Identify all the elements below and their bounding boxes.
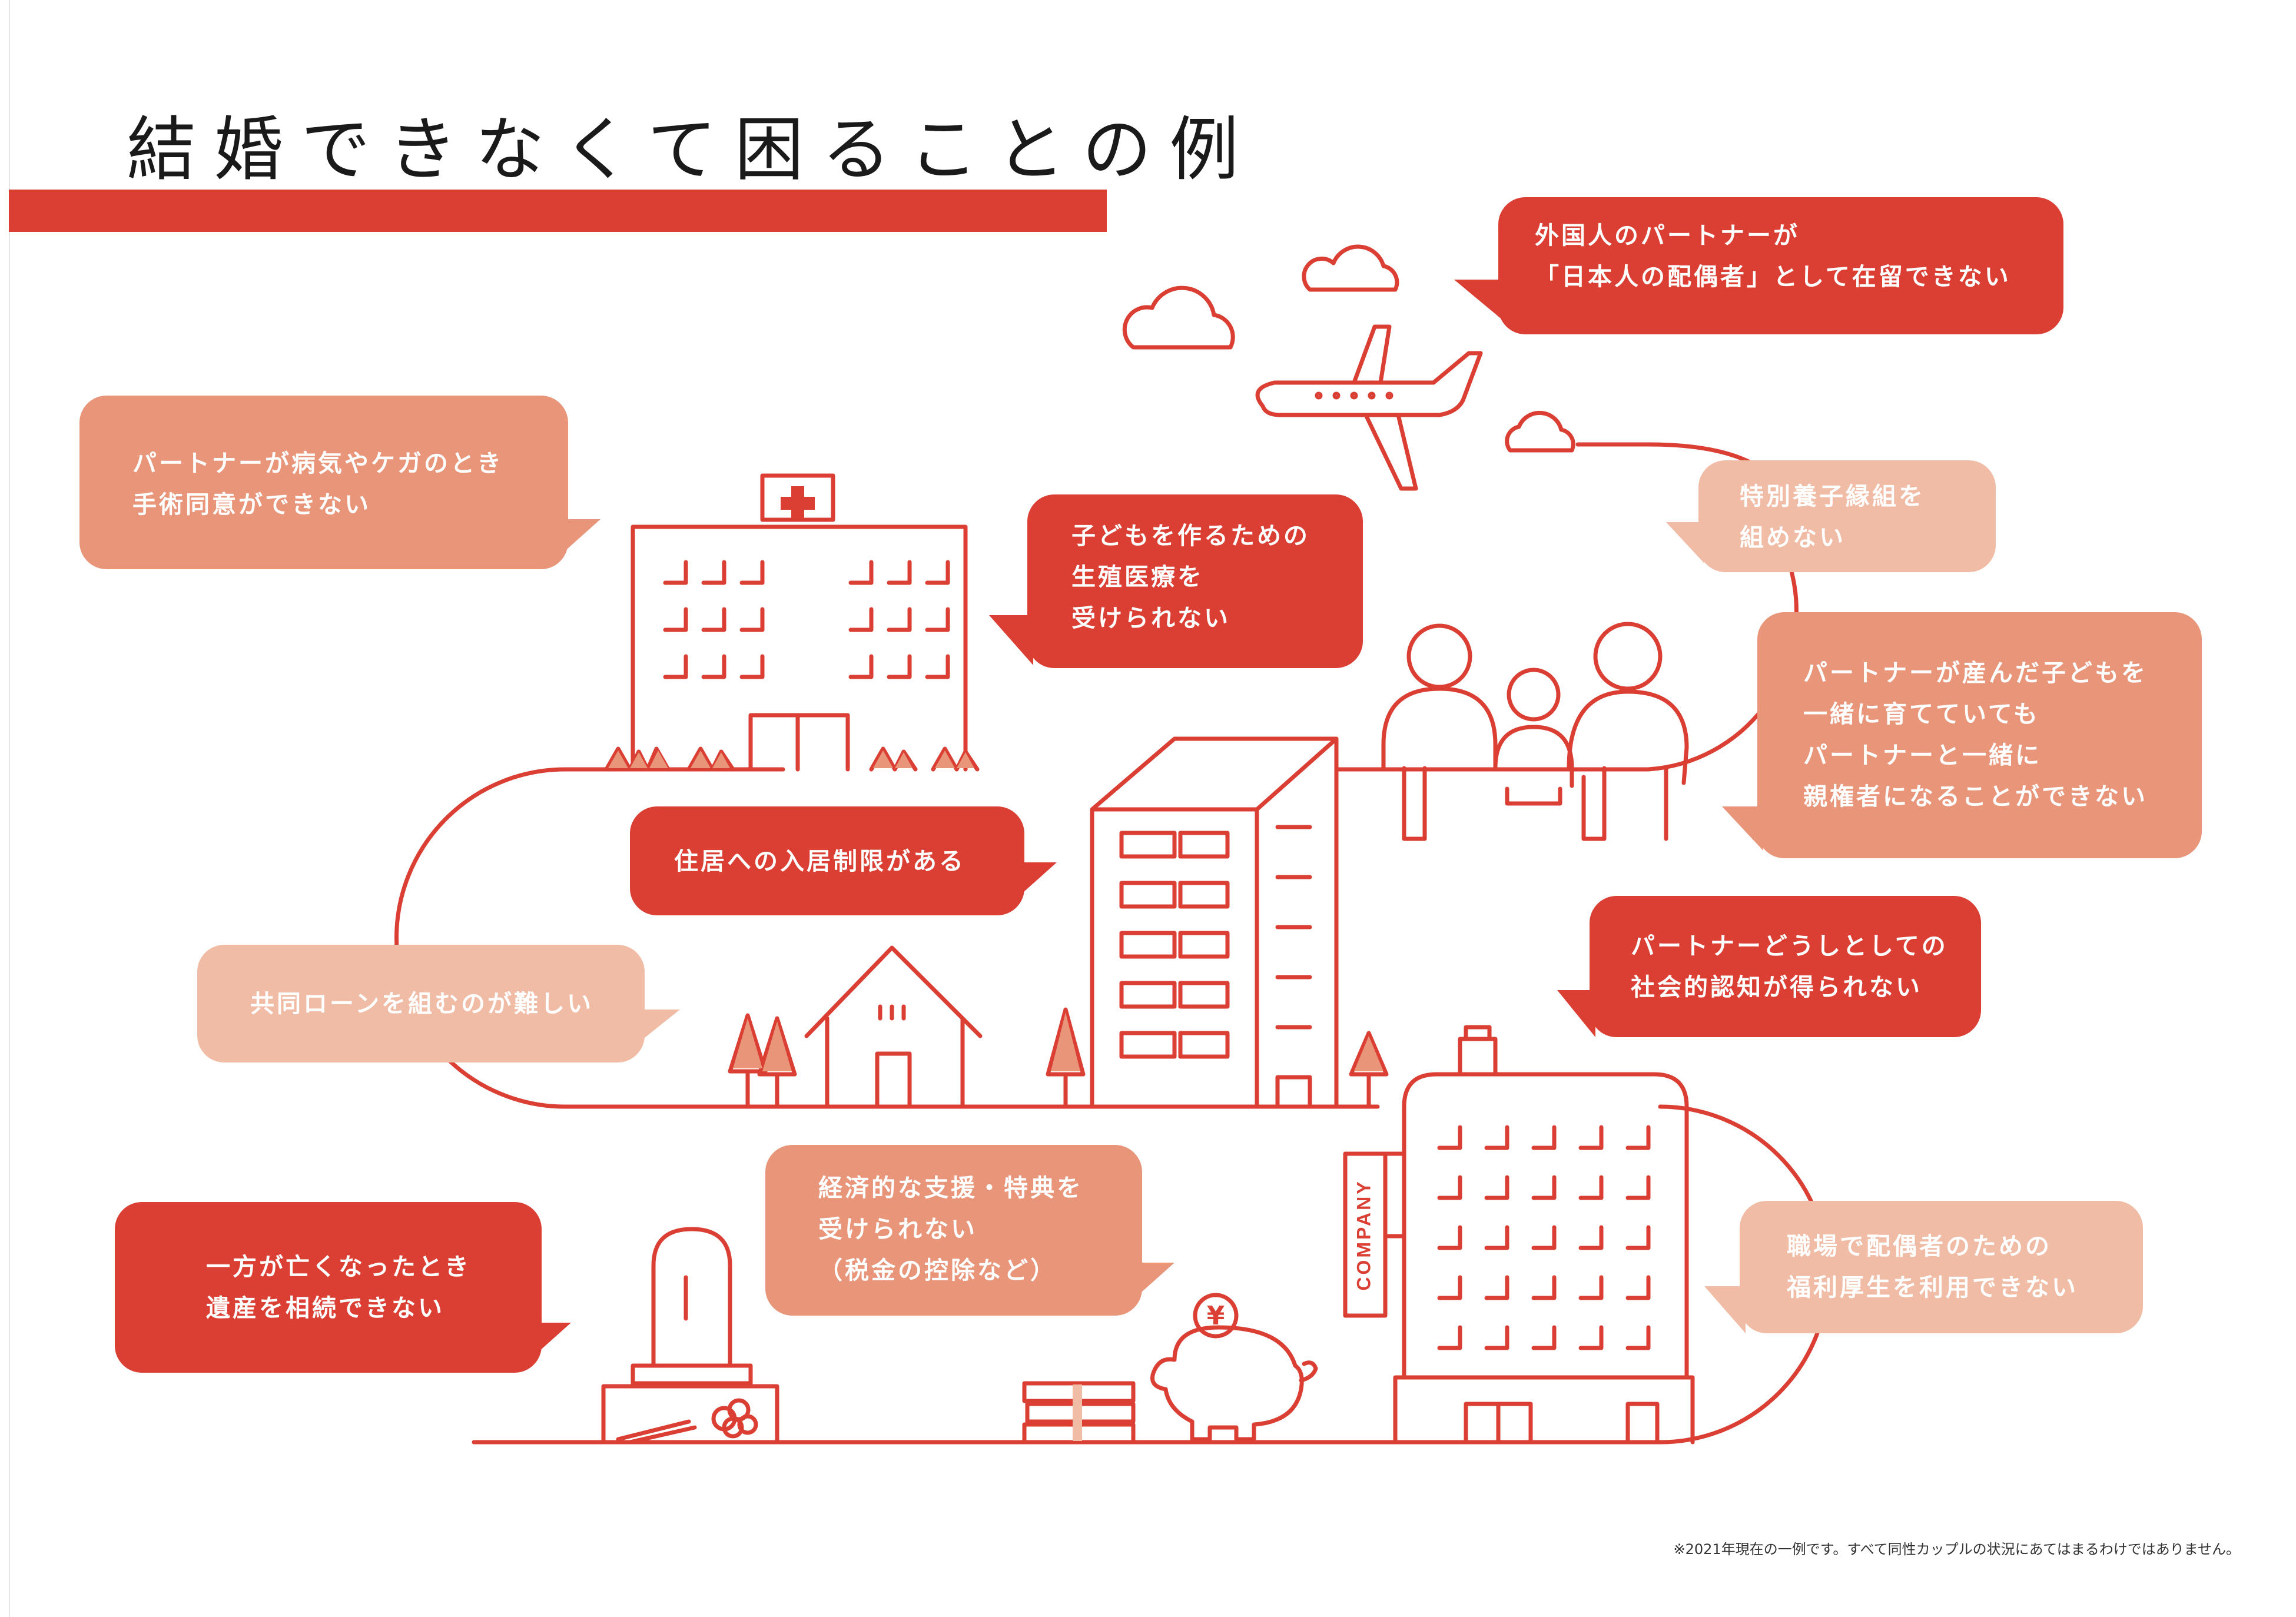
bubble-line: 子どもを作るための <box>1071 522 1310 550</box>
bubble-line: 共同ローンを組むのが難しい <box>250 990 593 1018</box>
gravestone <box>601 1227 779 1445</box>
bubble-tail <box>1722 806 1763 851</box>
money-bands <box>1073 1384 1082 1441</box>
trees <box>728 1007 1389 1109</box>
bubble-line: 生殖医療を <box>1071 563 1204 591</box>
shrub-fills <box>608 751 974 768</box>
bubble-line: 手術同意ができない <box>132 490 371 519</box>
tree-fills <box>733 1012 1383 1071</box>
cloud-small-top <box>1302 244 1399 292</box>
bubble-line: 「日本人の配偶者」として在留できない <box>1535 263 2011 291</box>
bubble-line: パートナーが産んだ子どもを <box>1803 659 2148 687</box>
bubble-tax-benefits: 経済的な支援・特典を 受けられない （税金の控除など） <box>765 1145 1174 1316</box>
cloud-left <box>1122 285 1235 350</box>
company-building <box>1343 1025 1695 1445</box>
bubble-line: 一方が亡くなったとき <box>206 1253 471 1281</box>
bubble-tail <box>1119 1263 1174 1313</box>
bubble-line: 外国人のパートナーが <box>1535 221 1800 250</box>
bubble-social-recognition: パートナーどうしとしての 社会的認知が得られない <box>1557 896 1981 1037</box>
bubble-line: 遺産を相続できない <box>206 1294 444 1322</box>
bubble-tail <box>989 615 1033 665</box>
bubble-housing: 住居への入居制限がある <box>630 806 1057 915</box>
bubble-line: 組めない <box>1740 523 1846 552</box>
bubble-inheritance: 一方が亡くなったとき 遺産を相続できない <box>115 1202 571 1373</box>
bubble-surgery-consent: パートナーが病気やケガのとき 手術同意ができない <box>79 396 600 569</box>
family-people <box>1381 622 1689 841</box>
shrubs <box>604 746 980 772</box>
bubble-line: パートナーと一緒に <box>1803 741 2042 769</box>
bubble-line: 一緒に育てていても <box>1803 700 2040 728</box>
bubble-line: 職場で配偶者のための <box>1787 1232 2052 1260</box>
bubble-workplace-benefits: 職場で配偶者のための 福利厚生を利用できない <box>1704 1201 2143 1333</box>
apartment-building <box>1090 736 1339 1109</box>
yen-coin-symbol: ¥ <box>1207 1301 1225 1331</box>
cloud-right <box>1505 410 1575 453</box>
title-underline-bar <box>9 190 1107 232</box>
bubble-tail <box>1704 1286 1746 1333</box>
bubble-line: 住居への入居制限がある <box>674 847 965 875</box>
house <box>804 945 983 1109</box>
bubble-custody: パートナーが産んだ子どもを 一緒に育てていても パートナーと一緒に 親権者になる… <box>1722 612 2202 858</box>
hospital-cross-icon <box>781 486 815 520</box>
bubble-joint-loan: 共同ローンを組むのが難しい <box>197 945 680 1062</box>
bubble-tail <box>1666 522 1704 563</box>
bubble-line: 受けられない <box>818 1215 977 1243</box>
bubble-fertility-treatment: 子どもを作るための 生殖医療を 受けられない <box>989 494 1363 668</box>
bubble-foreign-partner: 外国人のパートナーが 「日本人の配偶者」として在留できない <box>1454 197 2063 334</box>
page-title: 結婚できなくて困ることの例 <box>127 109 1257 190</box>
bubble-tail <box>1001 862 1057 912</box>
bubble-line: 特別養子縁組を <box>1740 482 1925 510</box>
bubble-line: パートナーが病気やケガのとき <box>132 449 503 477</box>
bubble-tail <box>621 1010 680 1057</box>
bubble-line: 親権者になることができない <box>1803 782 2148 811</box>
company-sign: COMPANY <box>1353 1179 1374 1290</box>
bubble-adoption: 特別養子縁組を 組めない <box>1666 460 1996 572</box>
bubble-line: 社会的認知が得られない <box>1631 973 1922 1001</box>
airplane-icon <box>1255 324 1483 491</box>
piggy-bank-icon <box>1150 1293 1318 1442</box>
footnote: ※2021年現在の一例です。すべて同性カップルの状況にあてはまるわけではありませ… <box>1673 1541 2240 1558</box>
bubble-line: パートナーどうしとしての <box>1631 932 1948 960</box>
page-edge <box>9 0 10 1617</box>
bubble-line: （税金の控除など） <box>818 1256 1057 1284</box>
bubble-line: 受けられない <box>1071 604 1230 632</box>
bubble-tail <box>515 1323 571 1373</box>
bubble-tail <box>1557 990 1595 1037</box>
bubble-line: 福利厚生を利用できない <box>1787 1273 2078 1301</box>
bubble-tail <box>545 519 600 569</box>
bubble-tail <box>1454 280 1507 324</box>
route-line <box>394 767 1380 1109</box>
hospital-building <box>631 473 968 772</box>
bubble-line: 経済的な支援・特典を <box>818 1174 1083 1202</box>
